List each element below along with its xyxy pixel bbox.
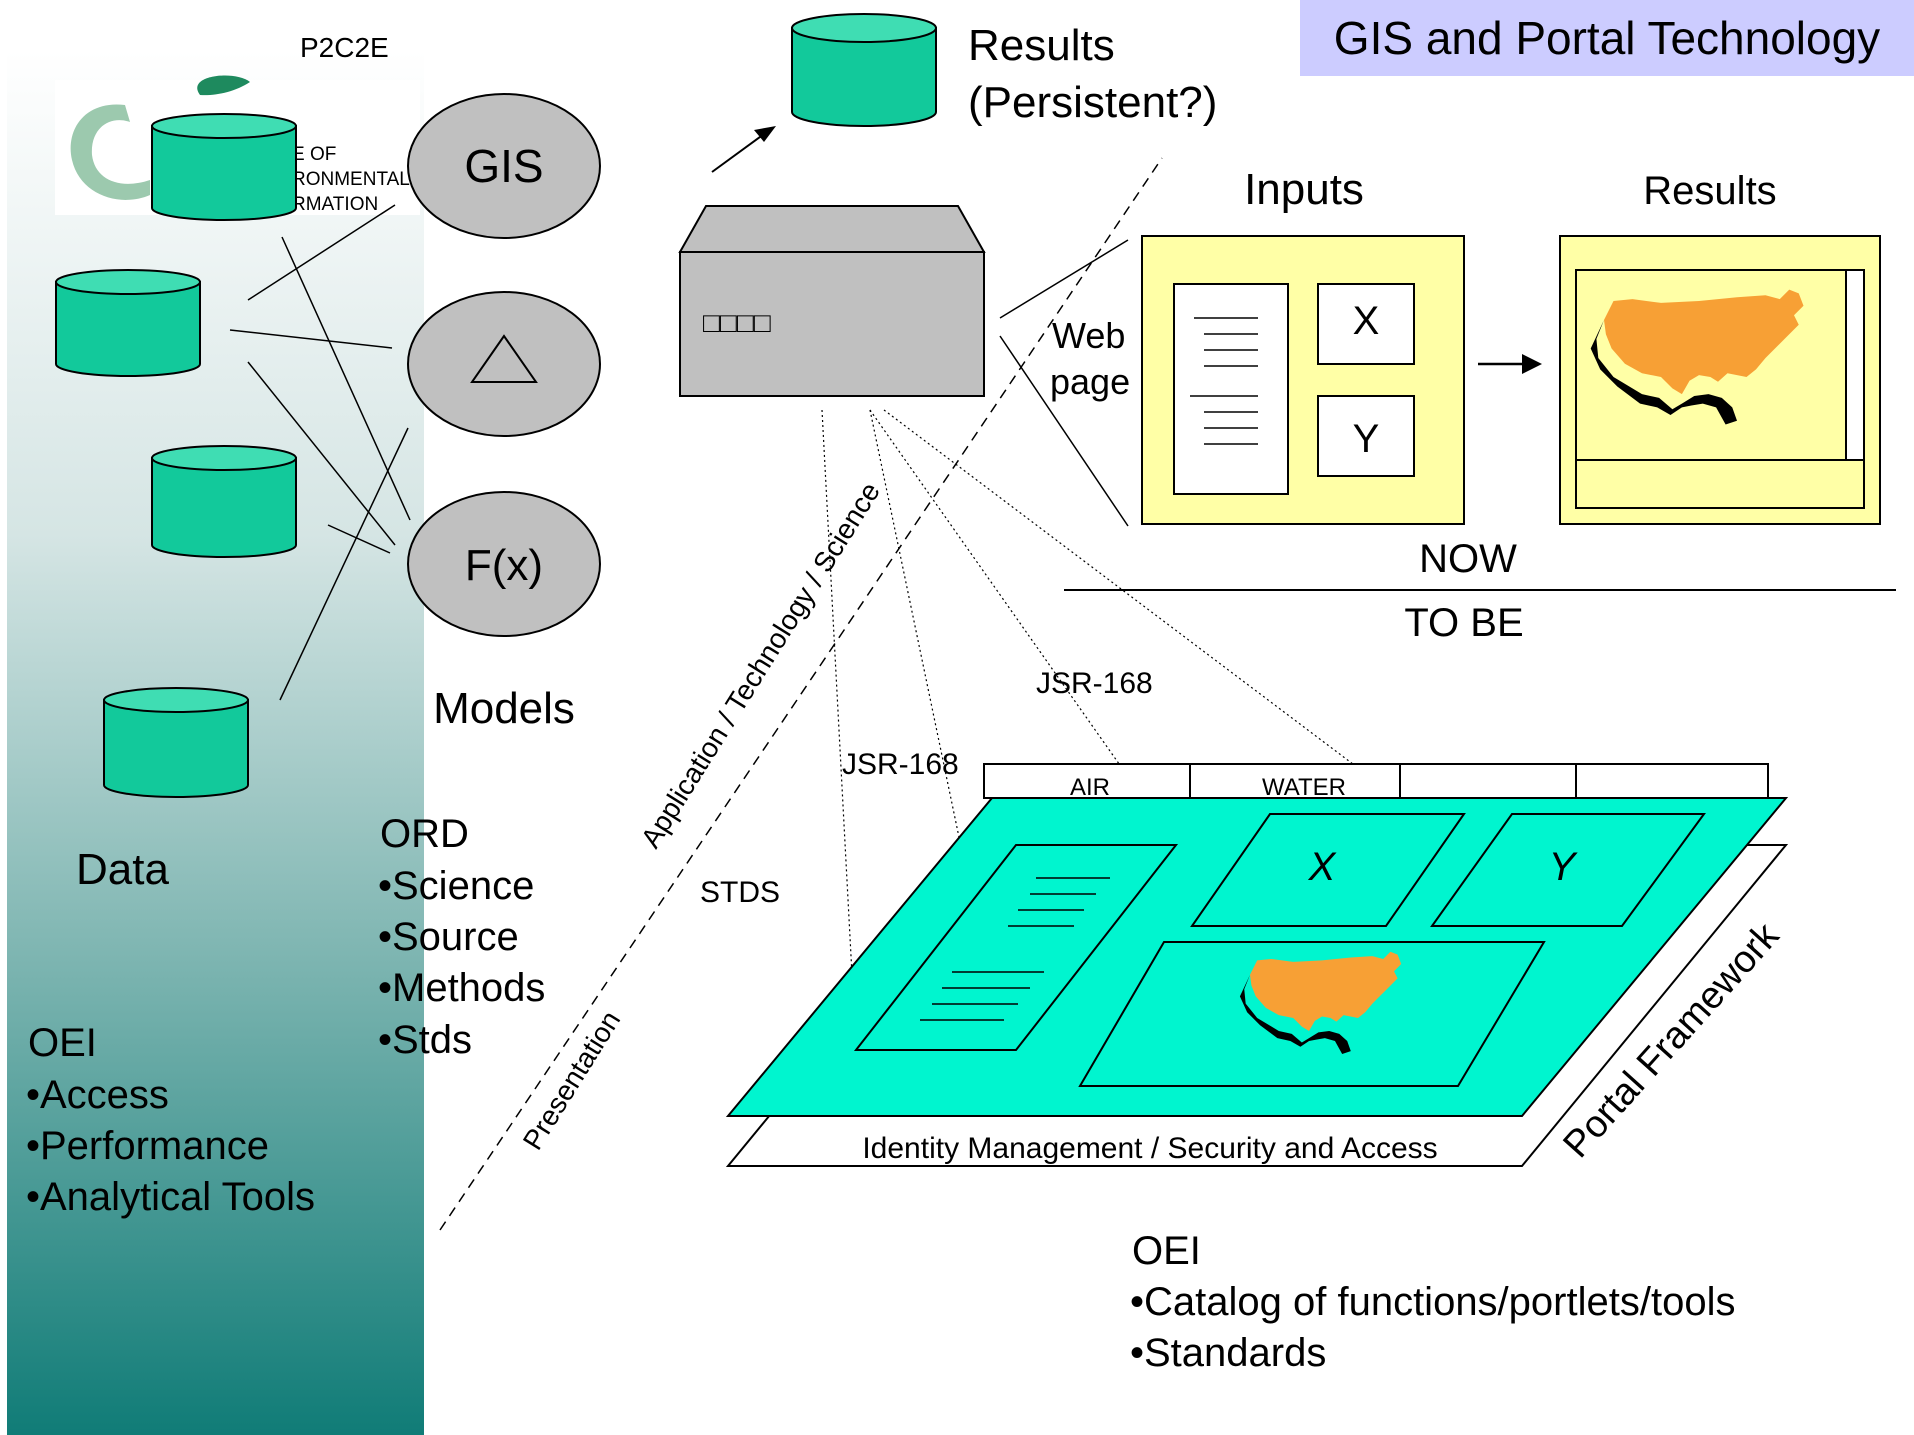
data-model-connections <box>229 204 411 701</box>
model-function: F(x) <box>407 491 601 637</box>
results-label: Results <box>1643 169 1776 213</box>
x-portlet <box>1190 813 1466 927</box>
portal-tab-bar <box>983 763 1769 799</box>
document-icon <box>1173 283 1289 495</box>
oei-bottom-list: OEI •Catalog of functions/portlets/tools… <box>1130 1229 1735 1375</box>
input-x-label: X <box>1353 299 1380 343</box>
results-persistent-line1: Results <box>968 21 1115 70</box>
input-x-box <box>1317 283 1415 365</box>
oei-left-item: •Analytical Tools <box>26 1175 315 1219</box>
model-gis: GIS <box>407 93 601 239</box>
p2c2e-label: P2C2E <box>300 32 389 63</box>
ord-item: •Source <box>378 915 519 959</box>
results-persistent-line2: (Persistent?) <box>968 78 1217 127</box>
logo-text-2: RONMENTAL <box>292 169 410 190</box>
server-lights: □□□□ <box>703 307 771 338</box>
model-triangle <box>407 291 601 437</box>
models-label: Models <box>433 684 575 733</box>
data-label: Data <box>76 845 169 894</box>
ord-item: •Science <box>378 864 534 908</box>
input-y-label: Y <box>1353 417 1380 461</box>
results-cylinder <box>791 13 937 127</box>
web-page-label-1: Web <box>1052 315 1125 356</box>
ord-heading: ORD <box>380 812 469 856</box>
portal-framework: Identity Management / Security and Acces… <box>725 763 1789 1167</box>
document-portlet <box>853 844 1179 1051</box>
layer-divider <box>439 157 1163 1231</box>
tab-water: WATER <box>1262 774 1346 801</box>
server-box: □□□□ <box>678 205 986 397</box>
ord-item: •Stds <box>378 1018 472 1062</box>
oei-left-list: OEI •Access •Performance •Analytical Too… <box>26 1021 315 1219</box>
inputs-label: Inputs <box>1244 165 1364 214</box>
jsr-168-upper: JSR-168 <box>1036 667 1153 700</box>
y-portlet <box>1430 813 1706 927</box>
arrow-inputs-to-results <box>1478 354 1542 374</box>
oei-left-item: •Access <box>26 1073 169 1117</box>
ord-list: ORD •Science •Source •Methods •Stds <box>378 812 545 1062</box>
inputs-panel: X Y <box>1141 235 1465 525</box>
presentation-label: Presentation <box>517 1005 627 1155</box>
ord-item: •Methods <box>378 966 545 1010</box>
portlet-x-label: X <box>1308 845 1337 889</box>
triangle-icon <box>470 334 538 383</box>
now-label: NOW <box>1419 537 1517 581</box>
tab-air: AIR <box>1070 774 1110 801</box>
logo-text-1: E OF <box>292 144 336 165</box>
portlet-y-label: Y <box>1549 845 1579 889</box>
web-page-label-2: page <box>1050 361 1130 402</box>
page-title: GIS and Portal Technology <box>1334 12 1880 64</box>
jsr-168-lower: JSR-168 <box>842 748 959 781</box>
application-label: Application / Technology / Science <box>635 477 886 853</box>
data-cylinder-4 <box>103 687 249 798</box>
logo-text-3: RMATION <box>292 194 378 215</box>
oei-left-item: •Performance <box>26 1124 269 1168</box>
document-lines <box>1190 317 1258 445</box>
data-cylinder-2 <box>55 269 201 377</box>
oei-bottom-item: •Standards <box>1130 1331 1326 1375</box>
oei-bottom-heading: OEI <box>1132 1229 1201 1273</box>
document-portlet-lines <box>920 877 1110 1021</box>
data-cylinder-3 <box>151 445 297 558</box>
stds-label: STDS <box>700 876 780 909</box>
data-cylinder-1 <box>151 113 297 221</box>
oei-bottom-item: •Catalog of functions/portlets/tools <box>1130 1280 1735 1324</box>
results-panel <box>1559 235 1881 525</box>
identity-management-label: Identity Management / Security and Acces… <box>862 1132 1437 1165</box>
arrow-to-results <box>711 126 776 173</box>
to-be-label: TO BE <box>1404 601 1523 645</box>
model-function-label: F(x) <box>465 541 543 590</box>
input-y-box <box>1317 395 1415 477</box>
oei-left-heading: OEI <box>28 1021 97 1065</box>
model-gis-label: GIS <box>464 140 543 192</box>
title-bar <box>1300 0 1914 76</box>
